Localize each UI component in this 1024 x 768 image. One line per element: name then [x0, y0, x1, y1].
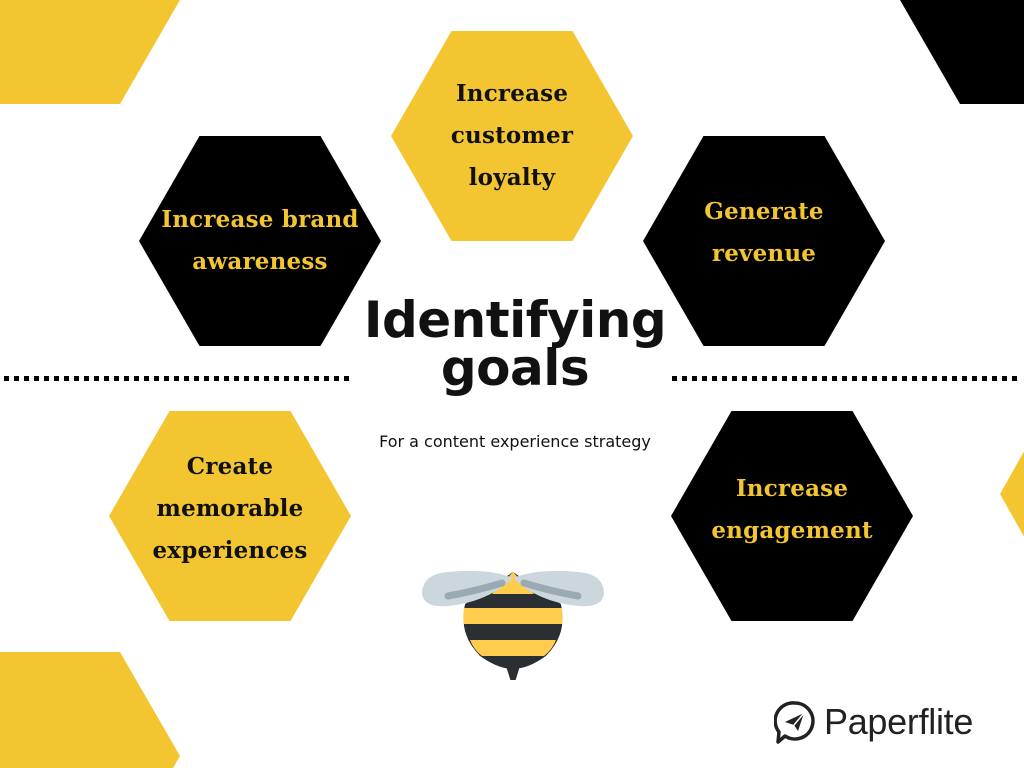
goal-hex-customer-loyalty: Increase customer loyalty	[391, 31, 633, 241]
paperflite-logo: Paperflite	[774, 700, 973, 744]
goal-hex-brand-awareness: Increase brand awareness	[139, 136, 381, 346]
corner-hex-top-left	[0, 0, 180, 104]
dotted-divider-right	[672, 376, 1020, 381]
goal-label: Increase customer loyalty	[450, 80, 574, 191]
dotted-divider-left	[4, 376, 350, 381]
goal-hex-engagement: Increase engagement	[671, 411, 913, 621]
title-line-1: Identifying	[363, 291, 667, 349]
corner-hex-bottom-left	[0, 652, 180, 768]
goal-label: Increase engagement	[711, 475, 873, 544]
corner-hex-top-right	[900, 0, 1024, 104]
bee-icon	[418, 494, 608, 680]
goal-label: Generate revenue	[704, 198, 824, 267]
edge-hex-right	[1000, 432, 1024, 556]
goal-label: Create memorable experiences	[152, 453, 308, 564]
goal-label: Increase brand awareness	[161, 206, 359, 275]
page-title: Identifying goals	[350, 291, 680, 397]
goal-hex-memorable-experiences: Create memorable experiences	[109, 411, 351, 621]
title-line-2: goals	[440, 339, 590, 397]
logo-text: Paperflite	[824, 701, 974, 742]
page-subtitle: For a content experience strategy	[379, 432, 651, 451]
paper-plane-chat-icon	[774, 701, 815, 744]
